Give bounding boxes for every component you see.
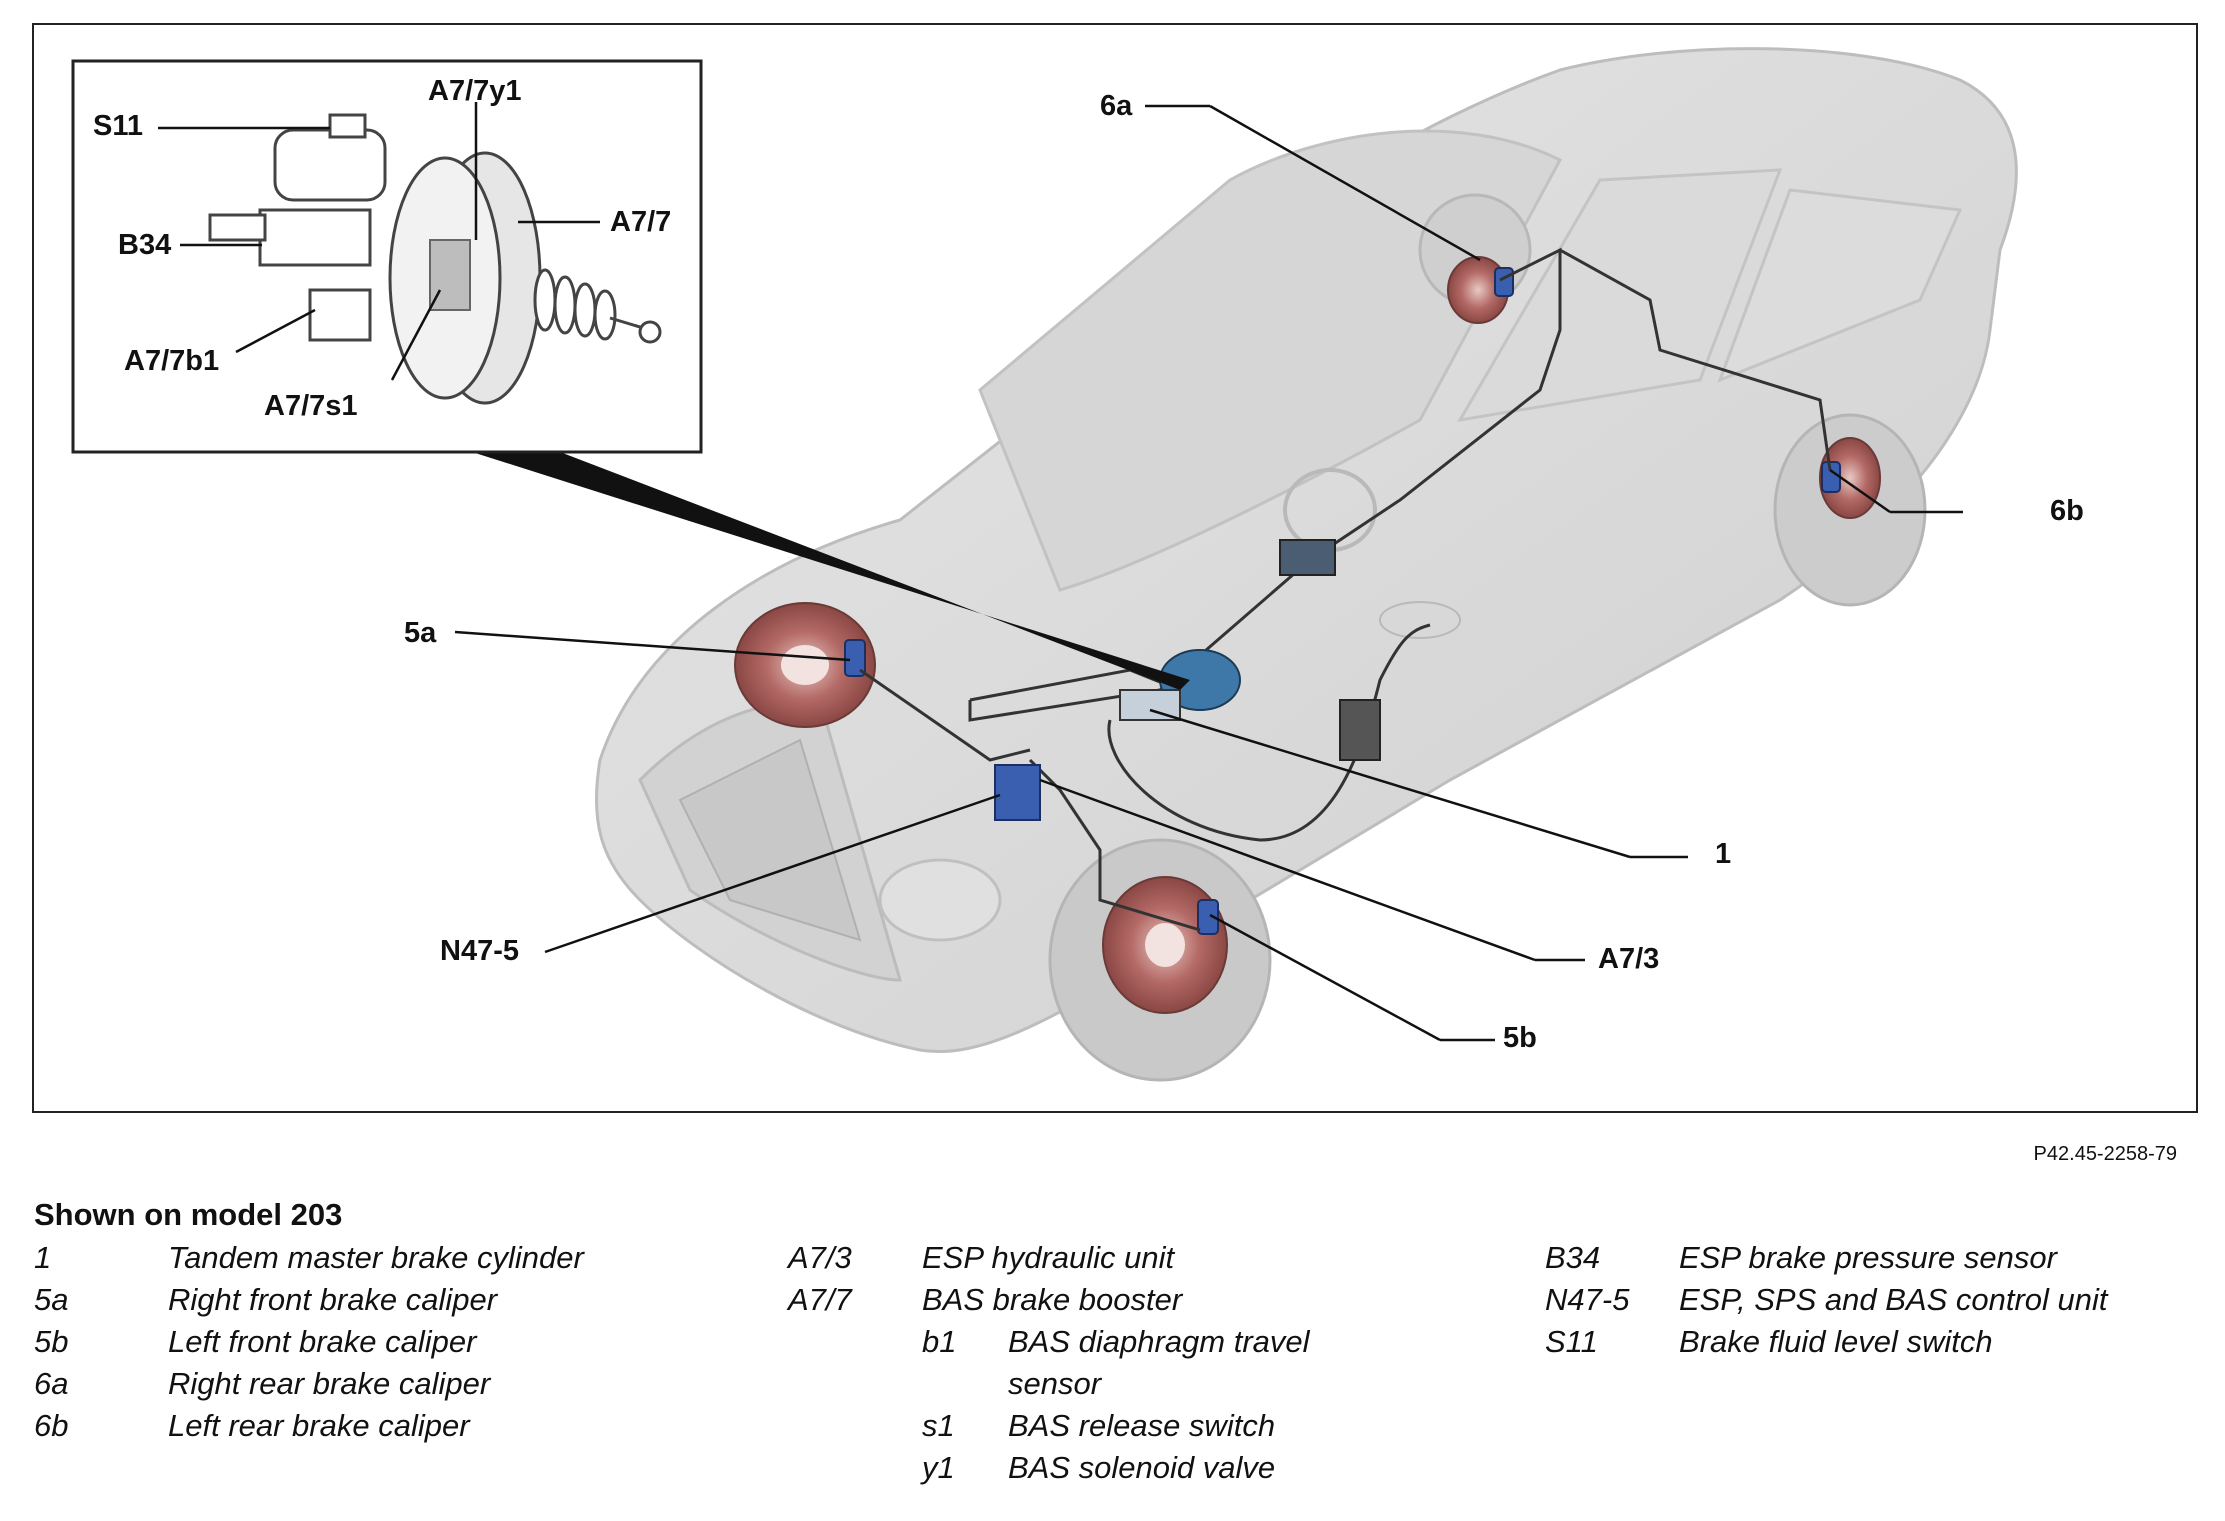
legend-desc: ESP hydraulic unit <box>922 1240 1175 1275</box>
legend-desc: BAS solenoid valve <box>1008 1450 1276 1485</box>
callout-a7-7s1: A7/7s1 <box>264 390 358 422</box>
legend-desc: ESP, SPS and BAS control unit <box>1679 1282 2108 1317</box>
inset-pointer <box>472 452 1190 690</box>
legend-desc: Tandem master brake cylinder <box>168 1240 584 1275</box>
legend-subrow: sensor <box>788 1366 1508 1408</box>
legend-code: 6a <box>34 1366 69 1401</box>
legend-row: A7/3 ESP hydraulic unit <box>788 1240 1508 1282</box>
legend-row: 5b Left front brake caliper <box>34 1324 754 1366</box>
callout-s11: S11 <box>93 110 143 142</box>
callout-n47-5: N47-5 <box>440 935 519 967</box>
legend-subrow: b1 BAS diaphragm travel <box>788 1324 1508 1366</box>
legend-code: N47-5 <box>1545 1282 1630 1317</box>
legend-row: 1 Tandem master brake cylinder <box>34 1240 754 1282</box>
legend-row: B34 ESP brake pressure sensor <box>1545 1240 2185 1282</box>
inset-detail <box>71 59 703 454</box>
legend-subcode: s1 <box>922 1408 955 1443</box>
legend-row: N47-5 ESP, SPS and BAS control unit <box>1545 1282 2185 1324</box>
legend-column-3: B34 ESP brake pressure sensor N47-5 ESP, S… <box>1545 1240 2185 1366</box>
legend-desc: Brake fluid level switch <box>1679 1324 1993 1359</box>
legend-desc: ESP brake pressure sensor <box>1679 1240 2057 1275</box>
callout-a7-7y1: A7/7y1 <box>428 75 522 107</box>
callout-6b: 6b <box>2050 495 2084 527</box>
legend-row: 5a Right front brake caliper <box>34 1282 754 1324</box>
brake-lines <box>859 247 1832 932</box>
legend-desc: BAS diaphragm travel <box>1008 1324 1310 1359</box>
diagram-caption: Shown on model 203 <box>34 1197 343 1232</box>
leader-lines <box>158 102 1963 1042</box>
legend-subcode: y1 <box>922 1450 955 1485</box>
callout-a7-3: A7/3 <box>1598 943 1660 975</box>
legend-code: A7/7 <box>788 1282 852 1317</box>
legend-code: B34 <box>1545 1240 1601 1275</box>
legend-code: S11 <box>1545 1324 1598 1359</box>
legend-subrow: s1 BAS release switch <box>788 1408 1508 1450</box>
callout-5b: 5b <box>1503 1022 1537 1054</box>
legend-row: A7/7 BAS brake booster <box>788 1282 1508 1324</box>
legend-code: 1 <box>34 1240 52 1275</box>
legend-desc: BAS brake booster <box>922 1282 1183 1317</box>
brake-components <box>994 539 1381 821</box>
figure-reference: P42.45-2258-79 <box>2033 1143 2177 1165</box>
legend-column-2: A7/3 ESP hydraulic unit A7/7 BAS brake boo… <box>788 1240 1508 1492</box>
callout-1: 1 <box>1715 838 1732 870</box>
legend-subcode: b1 <box>922 1324 957 1359</box>
legend-code: A7/3 <box>788 1240 852 1275</box>
legend-desc-continued: sensor <box>1008 1366 1102 1401</box>
callout-b34: B34 <box>118 229 172 261</box>
legend-desc: Right front brake caliper <box>168 1282 498 1317</box>
callout-a7-7: A7/7 <box>610 206 672 238</box>
legend-desc: Left front brake caliper <box>168 1324 477 1359</box>
legend-desc: Left rear brake caliper <box>168 1408 470 1443</box>
callout-5a: 5a <box>404 617 437 649</box>
legend-desc: BAS release switch <box>1008 1408 1276 1443</box>
legend-desc: Right rear brake caliper <box>168 1366 491 1401</box>
legend-code: 5b <box>34 1324 69 1359</box>
legend-code: 6b <box>34 1408 69 1443</box>
legend-row: 6b Left rear brake caliper <box>34 1408 754 1450</box>
legend-row: 6a Right rear brake caliper <box>34 1366 754 1408</box>
callout-6a: 6a <box>1100 90 1133 122</box>
legend-code: 5a <box>34 1282 69 1317</box>
legend-subrow: y1 BAS solenoid valve <box>788 1450 1508 1492</box>
legend-row: S11 Brake fluid level switch <box>1545 1324 2185 1366</box>
legend-column-1: 1 Tandem master brake cylinder 5a Right fr… <box>34 1240 754 1450</box>
callout-a7-7b1: A7/7b1 <box>124 345 220 377</box>
